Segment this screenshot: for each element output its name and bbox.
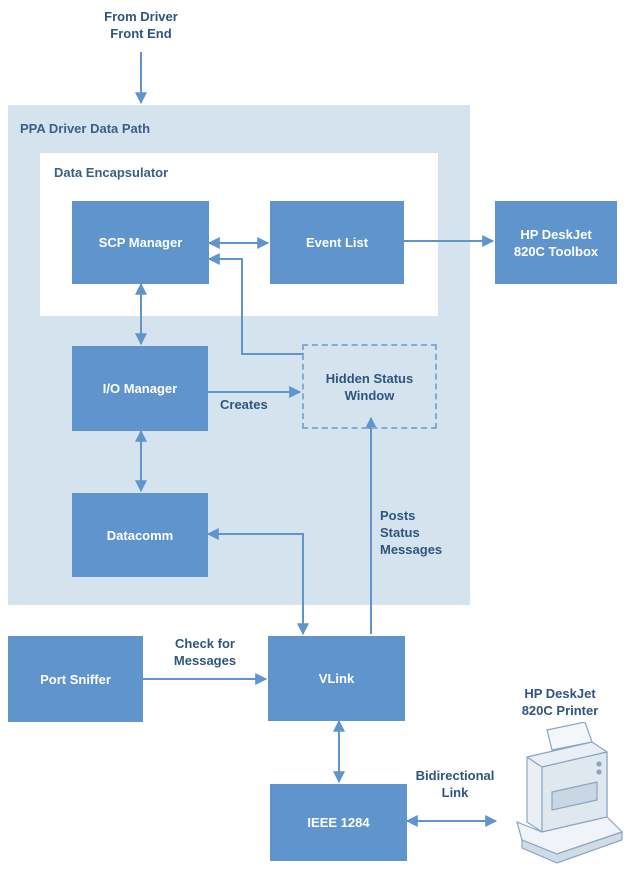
datacomm-box: Datacomm [72, 493, 208, 577]
io-manager-box: I/O Manager [72, 346, 208, 431]
scp-manager-box: SCP Manager [72, 201, 209, 284]
data-encapsulator-title: Data Encapsulator [54, 165, 169, 180]
ppa-driver-data-path-title: PPA Driver Data Path [20, 121, 151, 136]
ieee-1284-box: IEEE 1284 [270, 784, 407, 861]
port-sniffer-box: Port Sniffer [8, 636, 143, 722]
creates-label: Creates [220, 397, 268, 412]
vlink-box: VLink [268, 636, 405, 721]
event-list-box: Event List [270, 201, 404, 284]
arrow-hidden-status-to-scp [207, 253, 304, 355]
printer-icon [516, 722, 624, 864]
posts-status-messages-label: Posts Status Messages [380, 508, 443, 557]
arrow-datacomm-vlink [206, 528, 309, 636]
bidirectional-link-label: Bidirectional Link [415, 768, 495, 800]
check-for-messages-label: Check for Messages [173, 636, 237, 668]
